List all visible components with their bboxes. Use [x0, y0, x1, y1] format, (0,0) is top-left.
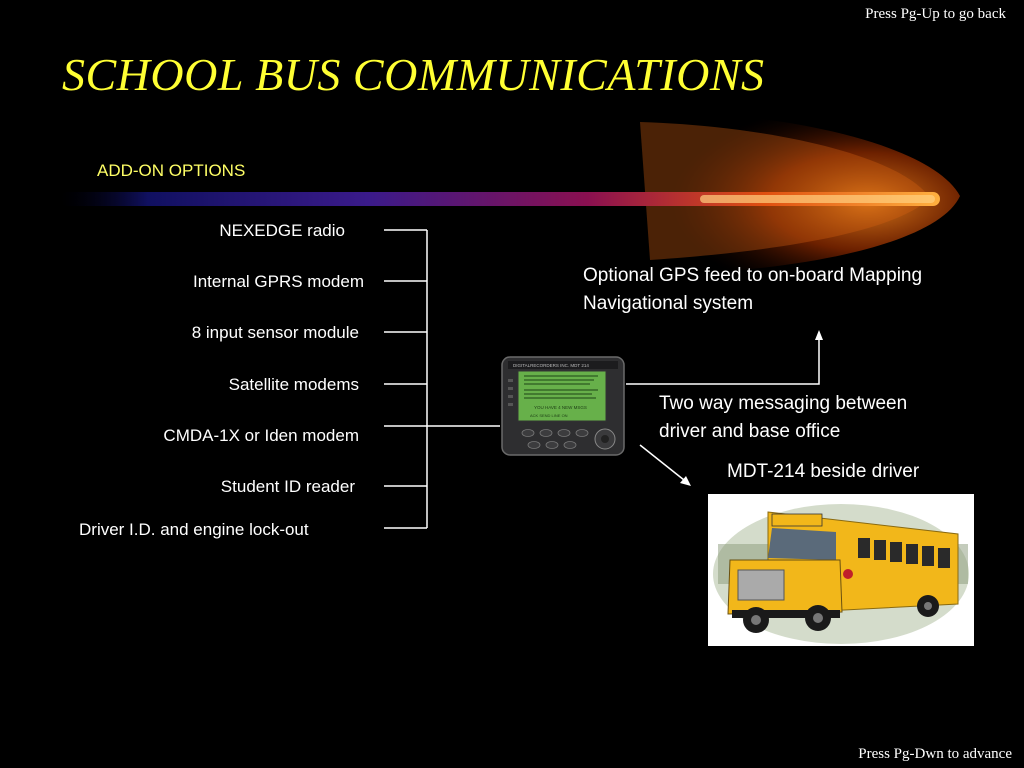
section-heading: ADD-ON OPTIONS — [97, 161, 246, 180]
option-cdma-iden-modem: CMDA-1X or Iden modem — [163, 426, 359, 445]
gps-feed-note-line1: Optional GPS feed to on-board Mapping — [583, 265, 923, 286]
option-gprs-modem: Internal GPRS modem — [192, 272, 364, 291]
gps-feed-note: Optional GPS feed to on-board Mapping Na… — [583, 262, 922, 318]
gps-feed-note-line2: Navigational system — [583, 293, 754, 314]
device-screen-message: YOU HAVE 4 NEW MSGS — [534, 405, 587, 410]
light-streak-graphic — [60, 111, 960, 275]
option-student-id-reader: Student ID reader — [220, 477, 355, 496]
prev-slide-hint[interactable]: Press Pg-Up to go back — [865, 6, 1006, 22]
messaging-note: Two way messaging between driver and bas… — [659, 390, 907, 446]
messaging-note-line2: driver and base office — [659, 421, 841, 442]
school-bus-photo — [708, 494, 974, 646]
option-driver-id-lockout: Driver I.D. and engine lock-out — [79, 520, 309, 539]
next-slide-hint[interactable]: Press Pg-Dwn to advance — [858, 746, 1012, 762]
option-nexedge-radio: NEXEDGE radio — [219, 221, 345, 240]
option-sensor-module: 8 input sensor module — [191, 323, 359, 342]
device-screen-softkeys: ACK SEND LINE ON — [530, 413, 568, 418]
page-title: SCHOOL BUS COMMUNICATIONS — [62, 49, 765, 100]
device-brand-text: DIGITALRECORDERS INC. MDT 214 — [513, 363, 589, 368]
messaging-note-line1: Two way messaging between — [659, 393, 908, 414]
bus-caption: MDT-214 beside driver — [727, 461, 920, 482]
option-satellite-modems: Satellite modems — [228, 375, 359, 394]
mdt-214-terminal-image: DIGITALRECORDERS INC. MDT 214 YOU HAVE 4… — [501, 356, 625, 456]
